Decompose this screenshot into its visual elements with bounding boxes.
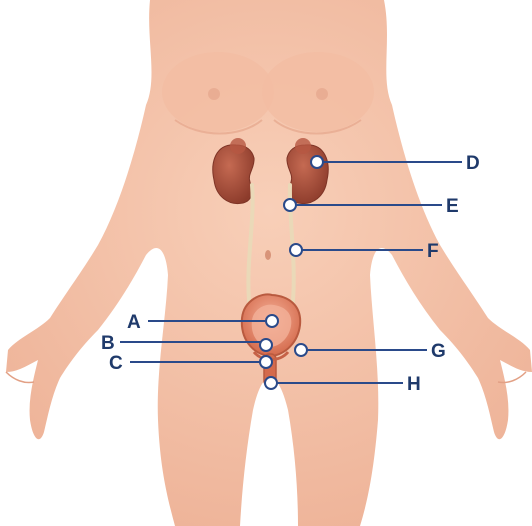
marker-f-circle-icon[interactable] <box>290 244 302 256</box>
nipple-right <box>316 88 328 100</box>
marker-a-circle-icon[interactable] <box>266 315 278 327</box>
body-silhouette <box>6 0 532 526</box>
adrenal-left <box>230 138 246 154</box>
label-f: F <box>427 241 439 262</box>
label-e: E <box>446 196 459 217</box>
marker-h-circle-icon[interactable] <box>265 377 277 389</box>
label-a: A <box>127 312 141 333</box>
navel <box>265 250 271 260</box>
label-c: C <box>109 353 123 374</box>
marker-d-circle-icon[interactable] <box>311 156 323 168</box>
label-h: H <box>407 374 421 395</box>
label-d: D <box>466 153 480 174</box>
marker-b-circle-icon[interactable] <box>260 339 272 351</box>
label-g: G <box>431 341 446 362</box>
left-hand <box>6 372 34 383</box>
marker-c-circle-icon[interactable] <box>260 356 272 368</box>
label-b: B <box>101 333 115 354</box>
adrenal-right <box>295 138 311 154</box>
nipple-left <box>208 88 220 100</box>
marker-g-circle-icon[interactable] <box>295 344 307 356</box>
marker-e-circle-icon[interactable] <box>284 199 296 211</box>
